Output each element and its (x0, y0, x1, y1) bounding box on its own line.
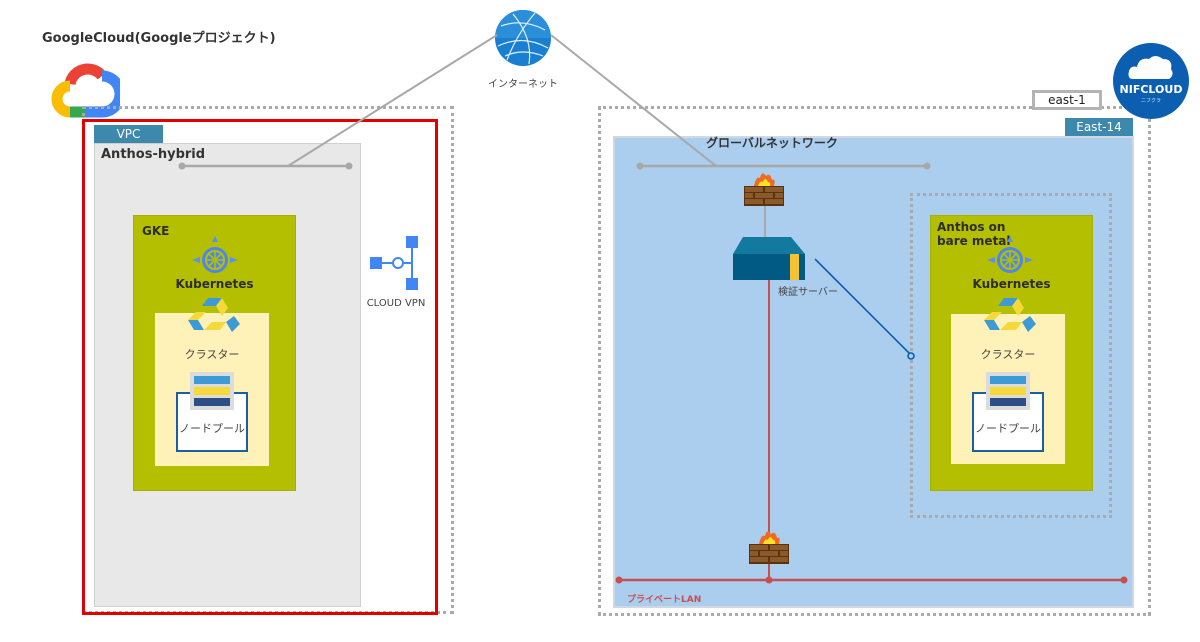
private-lan-label: プライベートLAN (627, 595, 702, 605)
nodepool-box-gke: ノードプール (176, 392, 248, 452)
anthos-bm-label-line1: Anthos on (937, 220, 1006, 234)
cluster-icon (984, 298, 1036, 332)
kubernetes-label-bm: Kubernetes (972, 277, 1051, 291)
highlight-box (82, 119, 438, 615)
internet-to-global-line (550, 34, 717, 167)
page-title: GoogleCloud(Googleプロジェクト) (42, 31, 276, 46)
anthos-hybrid-label: Anthos-hybrid (101, 147, 206, 162)
nodepool-label-gke: ノードプール (179, 422, 245, 435)
internet-label: インターネット (488, 79, 558, 90)
cloud-icon (1128, 56, 1173, 79)
global-network-label: グローバルネットワーク (706, 136, 838, 150)
nodepool-icon (190, 372, 234, 410)
kubernetes-icon (192, 236, 238, 273)
region-tag: East-14 (1065, 118, 1133, 136)
nifcloud-logo-text: NIFCLOUD (1119, 83, 1183, 96)
nodepool-icon (986, 372, 1030, 410)
nodepool-label-bm: ノードプール (975, 422, 1041, 435)
kubernetes-label-gke: Kubernetes (175, 277, 254, 291)
gke-label: GKE (142, 224, 170, 238)
nifcloud-logo: NIFCLOUD ニフクラ (1113, 43, 1189, 119)
vpc-tag: VPC (94, 125, 163, 143)
kubernetes-icon (987, 236, 1033, 273)
anthos-bm-label-line2: bare metal (937, 234, 1011, 248)
cloud-vpn-icon (370, 236, 418, 290)
nifcloud-region-boundary (598, 106, 1151, 616)
cluster-icon (188, 298, 240, 332)
cluster-label-bm: クラスター (980, 348, 1036, 361)
globe-icon (495, 10, 551, 66)
server-to-bm-line (814, 258, 912, 356)
google-cloud-logo-icon (51, 63, 120, 118)
cluster-label-gke: クラスター (184, 348, 240, 361)
server-icon (733, 237, 805, 280)
server-label: 検証サーバー (778, 287, 838, 298)
nifcloud-logo-subtext: ニフクラ (1140, 98, 1161, 104)
internet-to-hybrid-line (287, 34, 498, 167)
cloud-vpn-label: CLOUD VPN (366, 298, 426, 309)
zone-tag: east-1 (1032, 90, 1102, 110)
firewall-icon (749, 531, 789, 564)
firewall-icon (744, 173, 784, 206)
